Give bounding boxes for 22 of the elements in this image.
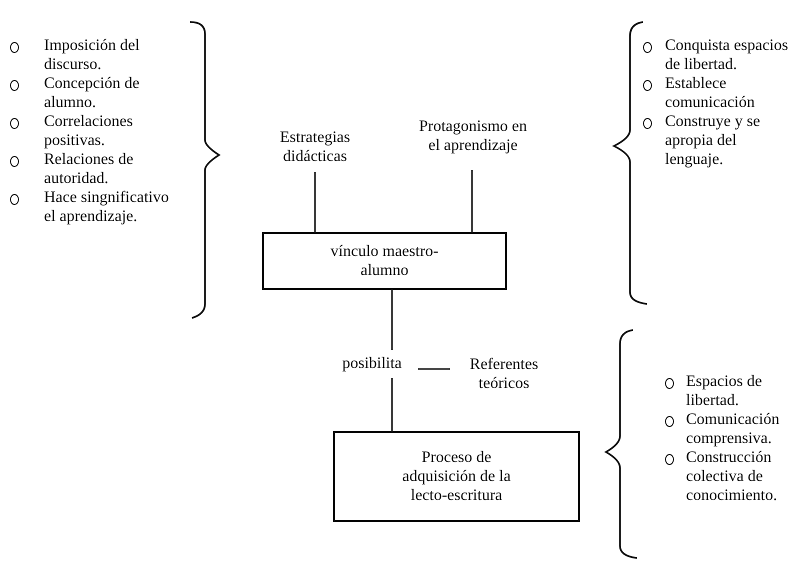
text-label: Referentes teóricos (450, 352, 558, 396)
list-item: Conquista espacios de libertad. (665, 36, 790, 74)
connector-line (391, 290, 393, 350)
list-item: Establece comunicación (665, 74, 756, 112)
text-label: Protagonismo en el aprendizaje (418, 106, 528, 166)
connector-line (418, 368, 450, 370)
connector-line (391, 378, 393, 431)
list-item: Hace singnificativo el aprendizaje. (44, 188, 169, 226)
list-item: Comunicación comprensiva. (686, 410, 780, 448)
process-box: vínculo maestro-alumno (262, 232, 507, 290)
list-item: Construcción colectiva de conocimiento. (686, 448, 778, 505)
list-item: Imposición del discurso. (44, 36, 141, 74)
connector-line (314, 172, 316, 232)
text-label: posibilita (336, 352, 408, 374)
text-label: Estrategias didácticas (262, 126, 368, 168)
list-item: Concepción de alumno. (44, 74, 141, 112)
list-item: Espacios de libertad. (686, 372, 763, 410)
list-item: Construye y se apropia del lenguaje. (665, 112, 762, 169)
connector-line (471, 170, 473, 232)
list-item: Correlaciones positivas. (44, 112, 134, 150)
process-box: Proceso de adquisición de la lecto-escritura (333, 431, 580, 522)
list-item: Relaciones de autoridad. (44, 150, 134, 188)
